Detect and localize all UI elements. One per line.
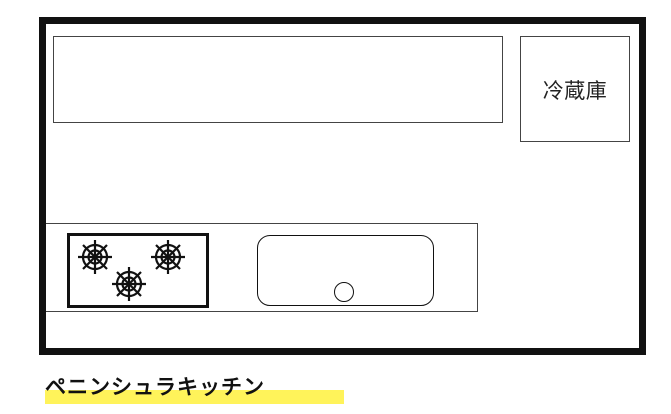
gas-burner-icon: [151, 240, 185, 274]
caption: ペニンシュラキッチン: [45, 373, 344, 405]
refrigerator-label: 冷蔵庫: [542, 79, 608, 103]
gas-burner-icon: [78, 240, 112, 274]
caption-text: ペニンシュラキッチン: [45, 375, 265, 399]
back-counter: [53, 36, 503, 123]
gas-burner-icon: [112, 267, 146, 301]
refrigerator: 冷蔵庫: [520, 36, 630, 142]
caption-highlight: [45, 390, 344, 404]
drain-icon: [334, 282, 354, 302]
